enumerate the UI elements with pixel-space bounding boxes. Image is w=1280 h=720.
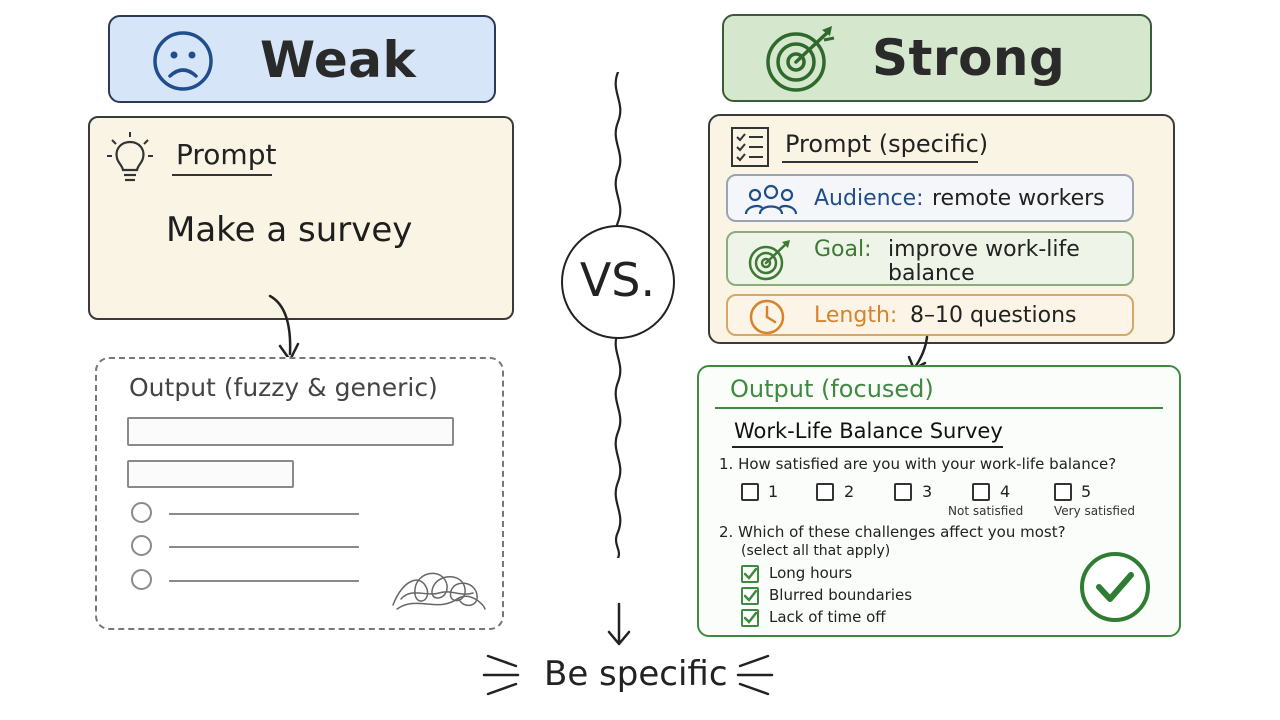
survey-title: Work-Life Balance Survey <box>734 419 1003 443</box>
vs-label: VS. <box>579 253 656 307</box>
challenge-checkbox[interactable] <box>741 609 759 627</box>
question-2-hint: (select all that apply) <box>741 543 891 559</box>
weak-prompt-label: Prompt <box>176 138 277 171</box>
sad-face-icon <box>153 31 213 91</box>
length-value: 8–10 questions <box>910 303 1077 328</box>
rating-label-5: 5 <box>1081 482 1092 501</box>
rating-label-3: 3 <box>922 482 933 501</box>
checkmark-icon <box>743 611 758 624</box>
placeholder-radio <box>131 535 152 556</box>
strong-output-label: Output (focused) <box>730 375 934 403</box>
placeholder-bar-long <box>127 417 454 446</box>
rating-checkbox-3[interactable] <box>894 483 912 501</box>
strong-banner: Strong <box>722 14 1152 102</box>
scale-low-label: Not satisfied <box>948 504 1024 518</box>
rating-label-4: 4 <box>1000 482 1011 501</box>
goal-value-line2: balance <box>888 261 975 286</box>
weak-banner: Weak <box>108 15 496 103</box>
placeholder-bar-short <box>127 460 294 488</box>
placeholder-radio <box>131 502 152 523</box>
placeholder-line <box>169 546 359 548</box>
length-pill: Length: 8–10 questions <box>726 294 1134 336</box>
challenge-label: Blurred boundaries <box>769 586 913 604</box>
challenge-label: Lack of time off <box>769 608 886 626</box>
rating-checkbox-2[interactable] <box>816 483 834 501</box>
audience-value: remote workers <box>932 186 1105 211</box>
people-icon <box>744 184 798 215</box>
question-1: 1. How satisfied are you with your work-… <box>719 455 1117 473</box>
rating-label-1: 1 <box>768 482 779 501</box>
target-icon <box>748 240 790 281</box>
target-icon <box>766 26 835 92</box>
vs-badge: VS. <box>561 225 675 339</box>
strong-output-rule <box>715 407 1163 409</box>
checkmark-icon <box>743 567 758 580</box>
checklist-icon <box>731 127 769 167</box>
challenge-label: Long hours <box>769 564 853 582</box>
rating-checkbox-4[interactable] <box>972 483 990 501</box>
rating-checkbox-5[interactable] <box>1054 483 1072 501</box>
rating-label-2: 2 <box>844 482 855 501</box>
survey-title-underline <box>732 446 1003 448</box>
strong-prompt-label: Prompt (specific) <box>785 130 989 158</box>
placeholder-line <box>169 580 359 582</box>
weak-banner-title: Weak <box>260 31 417 89</box>
scale-high-label: Very satisfied <box>1054 504 1135 518</box>
goal-value-line1: improve work-life <box>888 237 1080 262</box>
audience-pill: Audience: remote workers <box>726 174 1134 222</box>
rating-checkbox-1[interactable] <box>741 483 759 501</box>
weak-prompt-text: Make a survey <box>166 210 413 250</box>
weak-output-box: Output (fuzzy & generic) <box>95 357 504 630</box>
check-circle-icon <box>1080 552 1150 622</box>
weak-down-arrow <box>268 294 300 362</box>
audience-key: Audience: <box>814 186 924 211</box>
weak-output-label: Output (fuzzy & generic) <box>129 373 438 402</box>
weak-prompt-underline <box>172 174 272 176</box>
question-2: 2. Which of these challenges affect you … <box>719 523 1066 541</box>
clock-icon <box>749 299 785 335</box>
strong-output-box: Output (focused) Work-Life Balance Surve… <box>697 365 1181 637</box>
weak-prompt-box: Prompt Make a survey <box>88 116 514 320</box>
strong-prompt-underline <box>782 161 978 163</box>
checkmark-icon <box>743 589 758 602</box>
scribble-icon <box>392 572 486 610</box>
footer-caption: Be specific <box>544 654 728 694</box>
strong-banner-title: Strong <box>872 29 1066 87</box>
down-arrow-icon <box>607 602 631 646</box>
emphasis-lines-right-icon <box>736 654 774 696</box>
length-key: Length: <box>814 303 898 328</box>
placeholder-line <box>169 513 359 515</box>
placeholder-radio <box>131 569 152 590</box>
goal-pill: Goal: improve work-life balance <box>726 231 1134 286</box>
goal-key: Goal: <box>814 237 872 262</box>
lightbulb-icon <box>107 132 153 182</box>
challenge-checkbox[interactable] <box>741 587 759 605</box>
emphasis-lines-left-icon <box>482 654 520 696</box>
challenge-checkbox[interactable] <box>741 565 759 583</box>
